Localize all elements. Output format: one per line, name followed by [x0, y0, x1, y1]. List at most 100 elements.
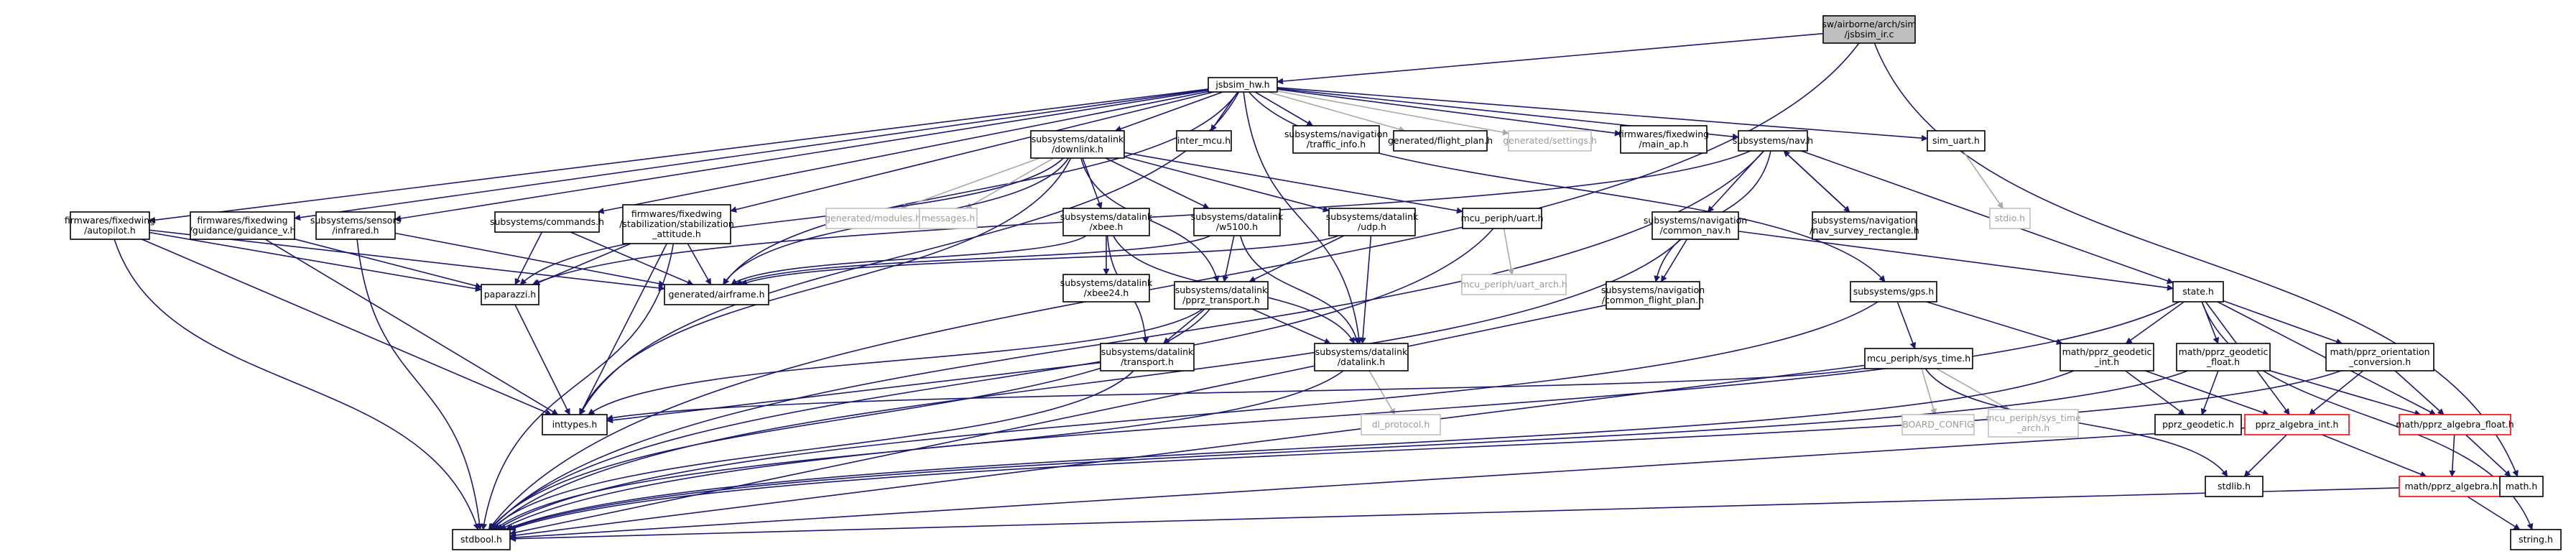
node-geodetic-float[interactable]: math/pprz_geodetic_float.h [2176, 343, 2271, 371]
node-stdbool[interactable]: stdbool.h [452, 529, 511, 550]
node-label: mcu_periph/uart.h [1460, 213, 1543, 223]
node-inttypes[interactable]: inttypes.h [542, 414, 608, 435]
edge-jsbsim_hw-to-inttypes [579, 91, 1240, 415]
node-common-nav[interactable]: subsystems/navigation/common_nav.h [1644, 211, 1747, 240]
node-w5100[interactable]: subsystems/datalink/w5100.h [1191, 208, 1284, 236]
node-label: inttypes.h [552, 419, 598, 430]
node-label: subsystems/datalink [1101, 346, 1194, 357]
node-jsbsim-hw[interactable]: jsbsim_hw.h [1208, 77, 1278, 93]
edge-jsbsim_hw-to-traffic_info [1254, 91, 1314, 126]
node-infrared[interactable]: subsystems/sensors/infrared.h [310, 211, 401, 240]
node-gps[interactable]: subsystems/gps.h [1850, 281, 1937, 303]
node-label: subsystems/gps.h [1853, 286, 1935, 297]
node-orientation[interactable]: math/pprz_orientation_conversion.h [2325, 343, 2434, 371]
edge-nav-to-state [1801, 150, 2174, 285]
node-label: math/pprz_algebra.h [2404, 481, 2498, 491]
edge-commands-to-airframe [570, 231, 694, 285]
edge-datalink-to-stdbool [494, 370, 1344, 530]
node-label: stdio.h [1995, 213, 2025, 223]
node-paparazzi[interactable]: paparazzi.h [481, 284, 539, 305]
node-label: subsystems/datalink [1060, 277, 1153, 288]
edge-infrared-to-stdbool [356, 239, 483, 530]
node-uart[interactable]: mcu_periph/uart.h [1460, 208, 1544, 229]
node-transport[interactable]: subsystems/datalink/transport.h [1100, 343, 1195, 371]
node-label: /udp.h [1358, 221, 1386, 232]
edge-w5100-to-datalink [1239, 235, 1360, 344]
node-label: sw/airborne/arch/sim [1822, 19, 1916, 29]
node-label: /common_flight_plan.h [1602, 295, 1704, 305]
node-sim-uart[interactable]: sim_uart.h [1927, 130, 1986, 152]
node-algebra-float[interactable]: math/pprz_algebra_float.h [2396, 414, 2514, 435]
node-label: pprz_geodetic.h [2162, 419, 2234, 430]
node-downlink[interactable]: subsystems/datalink/downlink.h [1030, 130, 1125, 159]
node-pprz-transport[interactable]: subsystems/datalink/pprz_transport.h [1174, 281, 1269, 310]
edge-geodetic_float-to-stdbool [506, 370, 2188, 531]
node-string[interactable]: string.h [2510, 529, 2562, 550]
edge-geodetic_int-to-stdbool [505, 370, 2075, 531]
edge-downlink-to-paparazzi [519, 157, 1064, 285]
node-state[interactable]: state.h [2172, 281, 2224, 303]
edge-stab_attitude-to-inttypes [579, 243, 667, 415]
node-autopilot[interactable]: firmwares/fixedwing/autopilot.h [65, 211, 155, 240]
node-sys-time[interactable]: mcu_periph/sys_time.h [1864, 348, 1973, 369]
node-nav-survey[interactable]: subsystems/navigation/nav_survey_rectang… [1810, 211, 1919, 240]
edge-jsbsim_hw-to-flight_plan [1268, 91, 1406, 133]
node-label: subsystems/navigation [1812, 215, 1916, 226]
edge-downlink-to-inttypes [579, 157, 1072, 415]
edge-uart-to-stdbool [489, 228, 1494, 530]
node-label: subsystems/datalink [1191, 211, 1284, 222]
node-label: sim_uart.h [1932, 135, 1980, 146]
node-label: inter_mcu.h [1177, 135, 1231, 146]
node-udp[interactable]: subsystems/datalink/udp.h [1326, 208, 1419, 236]
node-label: BOARD_CONFIG [1902, 419, 1974, 430]
node-nav[interactable]: subsystems/nav.h [1733, 130, 1813, 152]
edge-geodetic_float-to-algebra_float [2269, 370, 2422, 417]
edge-commands-to-paparazzi [514, 231, 543, 285]
node-label: pprz_algebra_int.h [2256, 419, 2339, 430]
edge-transport-to-stdbool [491, 370, 1134, 530]
node-airframe[interactable]: generated/airframe.h [664, 284, 769, 305]
edge-jsbsim_hw-to-stab_attitude [730, 91, 1214, 213]
node-guidance-v[interactable]: firmwares/fixedwing/guidance/guidance_v.… [190, 211, 296, 240]
node-inter-mcu[interactable]: inter_mcu.h [1176, 130, 1232, 152]
node-common-fp[interactable]: subsystems/navigation/common_flight_plan… [1601, 281, 1705, 310]
node-main-ap[interactable]: firmwares/fixedwing/main_ap.h [1618, 125, 1709, 154]
node-math[interactable]: math.h [2499, 476, 2544, 497]
node-xbee24[interactable]: subsystems/datalink/xbee24.h [1060, 274, 1153, 303]
edge-pprz_transport-to-transport [1163, 308, 1205, 344]
edge-jsbsim_hw-to-autopilot [149, 88, 1209, 223]
node-pprz-geodetic[interactable]: pprz_geodetic.h [2154, 414, 2242, 435]
node-label: /common_nav.h [1660, 225, 1731, 236]
node-traffic-info[interactable]: subsystems/navigation/traffic_info.h [1284, 125, 1388, 154]
edge-pprz_transport-to-inttypes [588, 308, 1203, 415]
edge-geodetic_int-to-algebra_int [2145, 370, 2269, 416]
node-datalink[interactable]: subsystems/datalink/datalink.h [1314, 343, 1409, 371]
edge-jsbsim_hw-to-downlink [1114, 91, 1223, 132]
node-geodetic-int[interactable]: math/pprz_geodetic_int.h [2060, 343, 2154, 371]
node-label: generated/settings.h [1503, 135, 1597, 146]
node-xbee[interactable]: subsystems/datalink/xbee.h [1060, 208, 1153, 236]
edge-algebra_float-to-algebra [2449, 434, 2456, 477]
node-root[interactable]: sw/airborne/arch/sim/jsbsim_ir.c [1822, 15, 1917, 44]
node-label: math/pprz_algebra_float.h [2396, 419, 2514, 430]
node-label: stdlib.h [2218, 481, 2251, 491]
node-label: _arch.h [2016, 423, 2049, 433]
edge-w5100-to-airframe [736, 235, 1211, 285]
edge-stab_attitude-to-stdbool [481, 243, 675, 530]
edge-jsbsim_hw-to-settings [1277, 90, 1509, 136]
node-label: /guidance/guidance_v.h [190, 225, 296, 236]
node-algebra-int[interactable]: pprz_algebra_int.h [2244, 414, 2350, 435]
edge-jsbsim_hw-to-datalink [1243, 91, 1363, 344]
edge-xbee-to-airframe [731, 235, 1087, 285]
node-label: math.h [2506, 481, 2538, 491]
node-stdlib[interactable]: stdlib.h [2205, 476, 2264, 497]
node-label: /main_ap.h [1639, 139, 1688, 149]
edge-common_fp-to-stdbool [509, 304, 1607, 536]
edge-w5100-to-pprz_transport [1222, 235, 1235, 282]
node-stab-attitude[interactable]: firmwares/fixedwing/stabilization/stabil… [619, 204, 734, 244]
node-label: /nav_survey_rectangle.h [1810, 225, 1919, 236]
node-commands[interactable]: subsystems/commands.h [490, 211, 604, 233]
node-algebra[interactable]: math/pprz_algebra.h [2399, 476, 2504, 497]
node-flight-plan[interactable]: generated/flight_plan.h [1388, 130, 1493, 152]
